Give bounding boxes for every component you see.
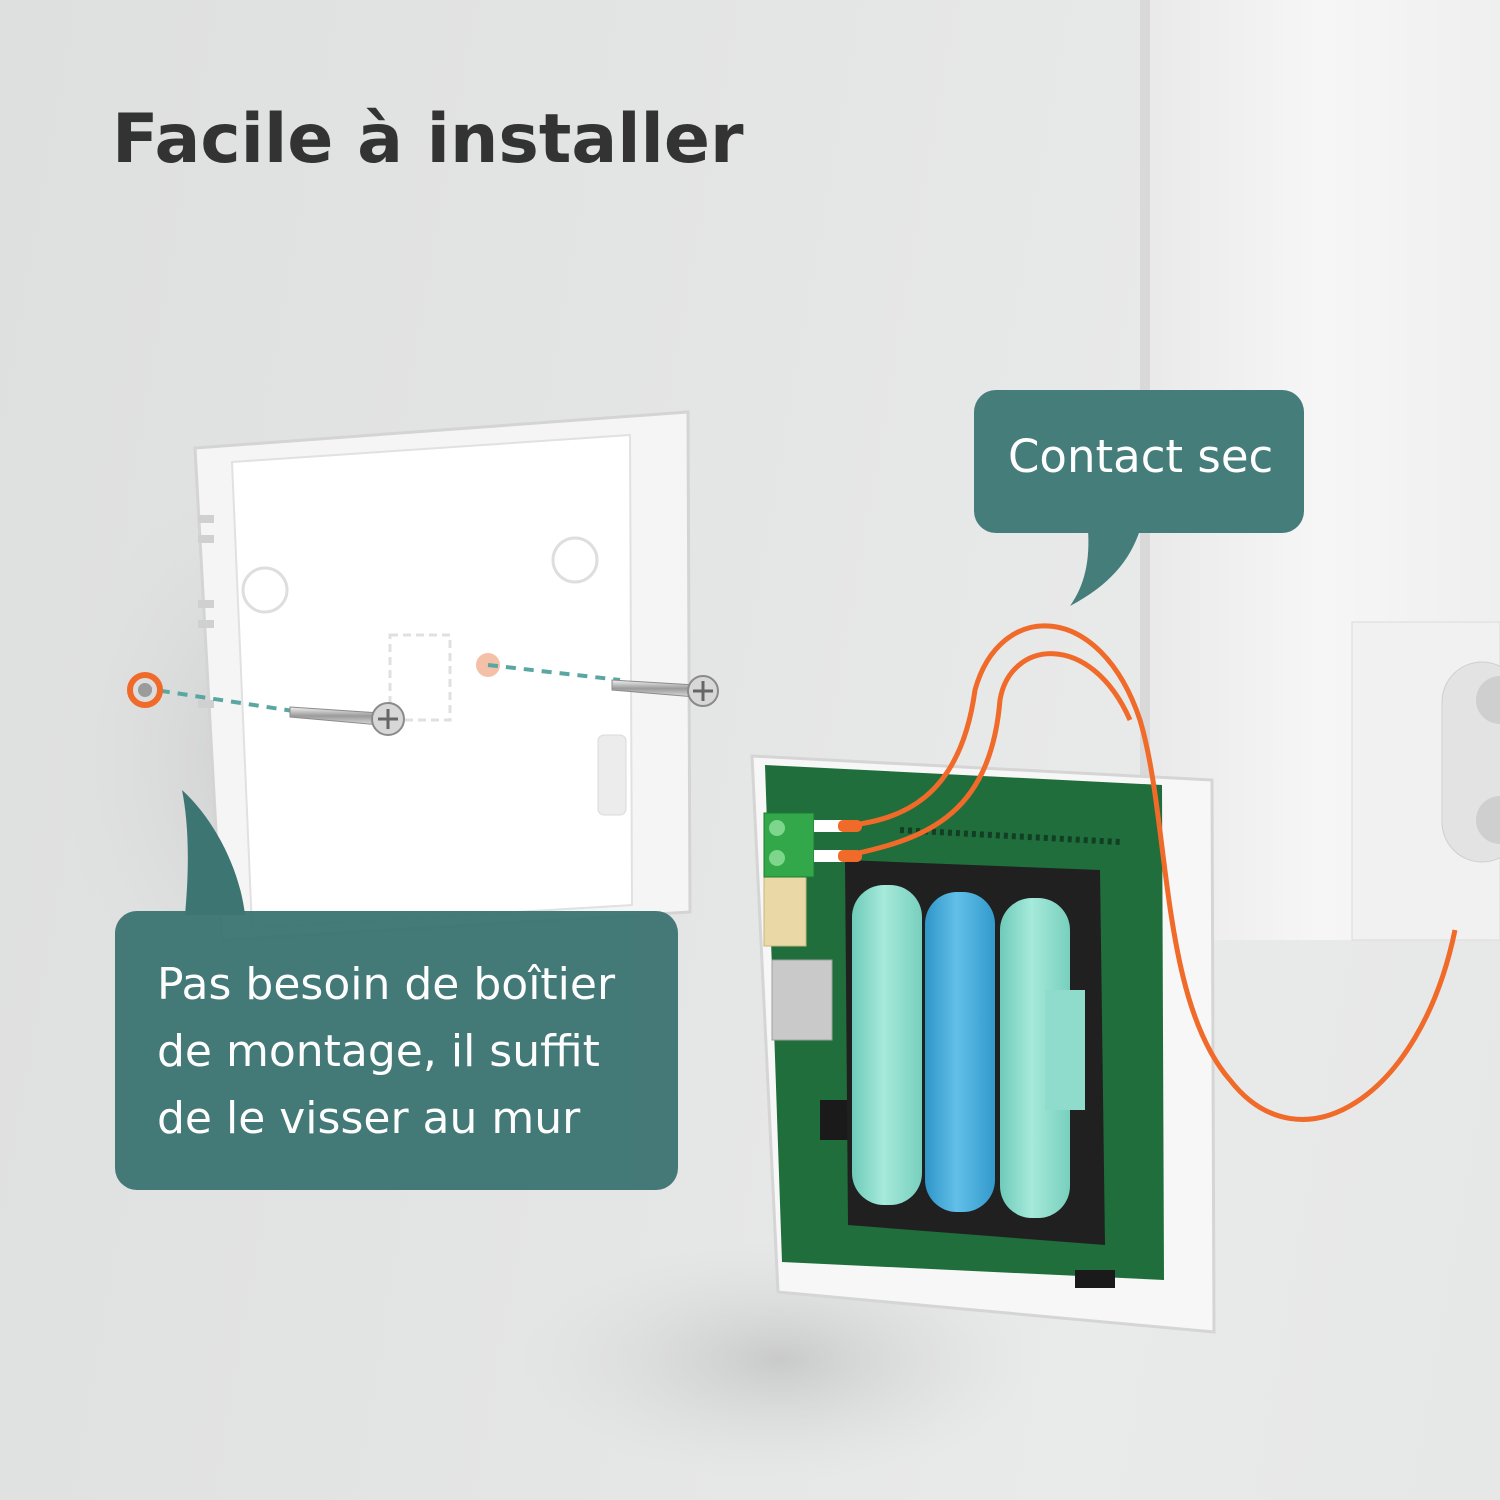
screw-icon (611, 675, 719, 707)
wall-anchor-icon (127, 672, 163, 708)
boiler-control-panel (1441, 661, 1500, 863)
dry-contact-callout: Contact sec (974, 390, 1304, 533)
screw-icon (289, 702, 405, 736)
mounting-callout-tail (182, 790, 245, 915)
mounting-callout-line: Pas besoin de boîtier (157, 959, 616, 1010)
page-title: Facile à installer (112, 100, 744, 179)
mounting-callout-line: de le visser au mur (157, 1093, 581, 1144)
dry-contact-label: Contact sec (1008, 430, 1274, 483)
mounting-callout-line: de montage, il suffit (157, 1026, 600, 1077)
mounting-callout: Pas besoin de boîtier de montage, il suf… (115, 911, 678, 1190)
dry-contact-callout-tail (1070, 530, 1140, 606)
terminal-block-icon (763, 812, 844, 878)
mounting-back-plate (193, 410, 692, 942)
battery-icon (852, 885, 1085, 1218)
wire-icon (838, 623, 1458, 1122)
